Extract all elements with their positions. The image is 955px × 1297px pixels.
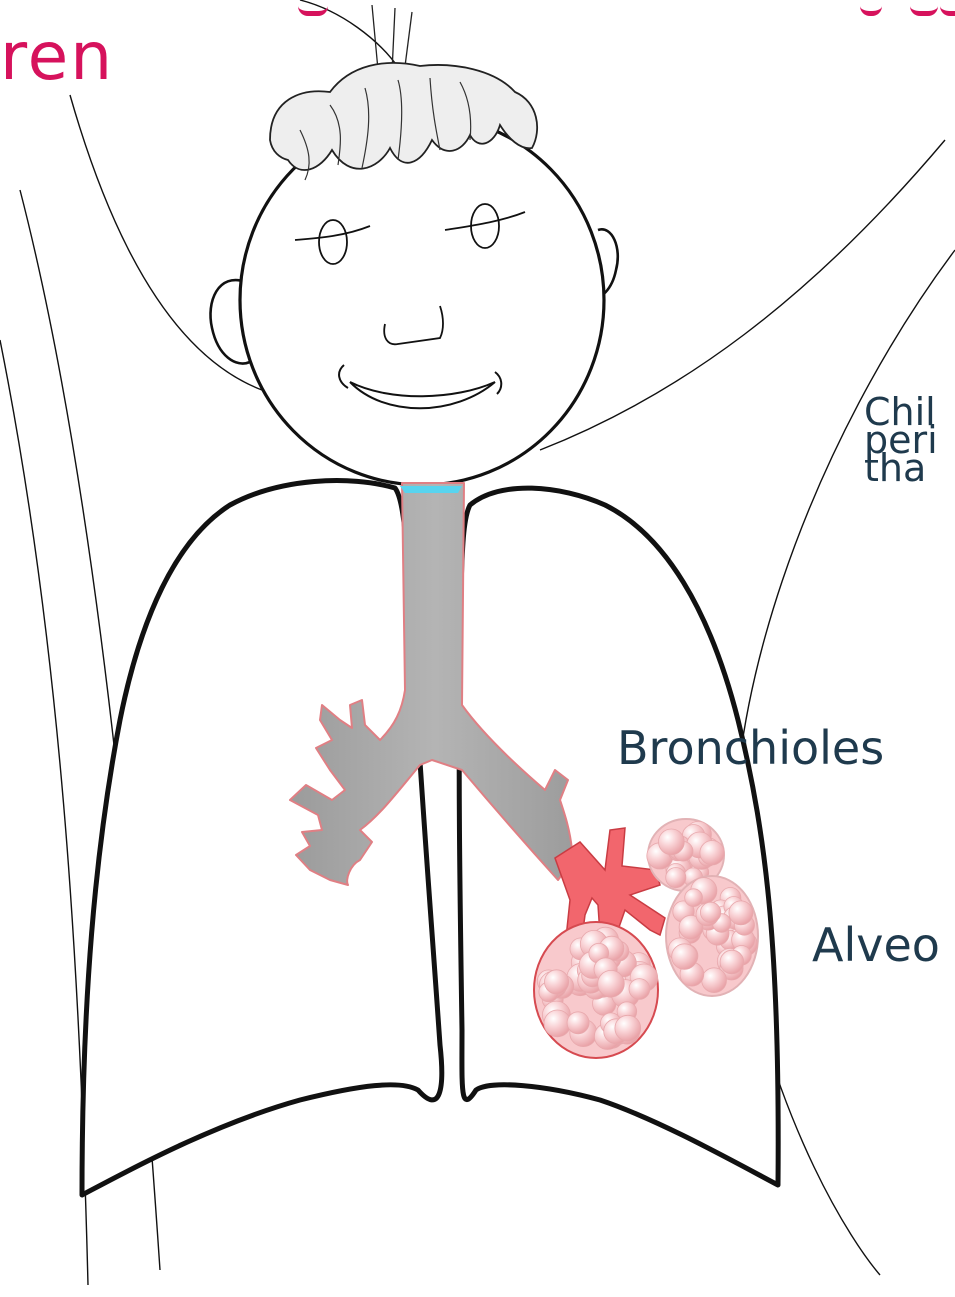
child-head [210,63,617,485]
alveolus-bubble [729,901,753,925]
alveolus-bubble [659,829,685,855]
alveolus-bubble [685,889,703,907]
label-alveoli: Alveo [812,918,940,972]
alveolus-bubble [598,970,625,997]
label-bronchioles: Bronchioles [617,721,884,775]
trachea-top [400,486,462,493]
alveolus-bubble [615,1015,641,1041]
alveolus-cluster [666,876,758,996]
alveolus-cluster [534,922,658,1058]
title-glyph-fragment [860,0,882,16]
title-glyph-fragment [910,0,938,16]
alveolus-bubble [629,979,650,1000]
alveolus-bubble [666,868,686,888]
title-top-edge [300,0,955,15]
alveolus-bubble [672,944,698,970]
alveolus-bubble [567,1012,589,1034]
right-lung [82,481,442,1195]
title-glyph-fragment [940,0,955,16]
title-glyph-fragment [298,0,328,16]
alveolus-bubble [700,841,724,865]
title-fragment: ren [0,18,114,95]
alveolus-bubble [720,950,744,974]
alveolus-bubble [702,968,727,993]
alveolus-bubble [545,970,569,994]
face [240,115,604,485]
alveolus-bubble [700,902,720,922]
